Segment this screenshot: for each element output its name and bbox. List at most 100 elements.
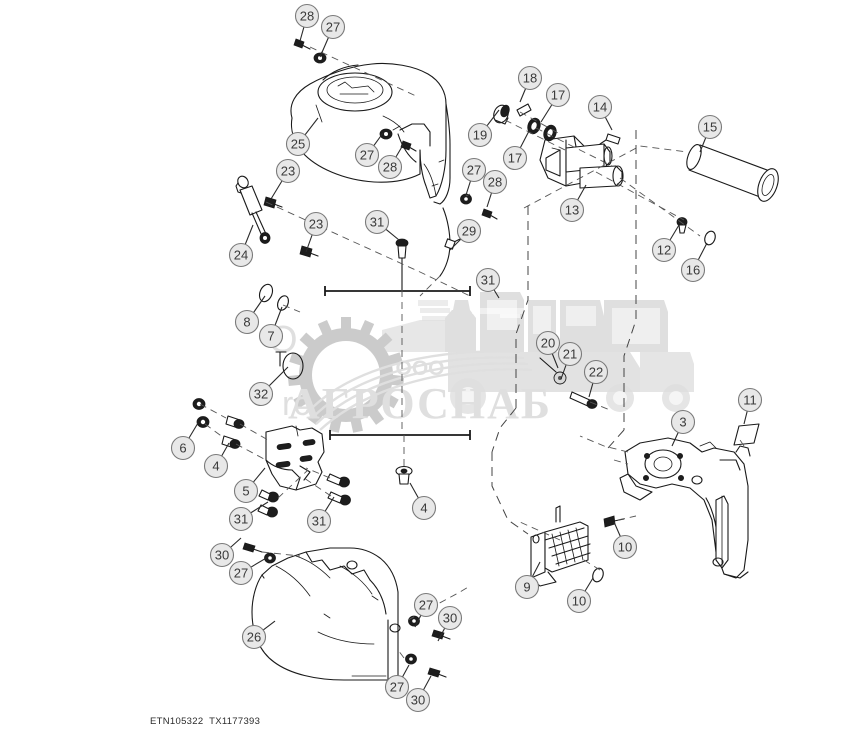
callout-bubble[interactable]: [411, 495, 437, 521]
callout-bubble[interactable]: [258, 323, 284, 349]
callout-bubble[interactable]: [306, 508, 332, 534]
callout-10[interactable]: 10: [612, 521, 638, 560]
callout-24[interactable]: 24: [228, 224, 254, 268]
callout-14[interactable]: 14: [587, 94, 613, 131]
callout-bubble[interactable]: [228, 560, 254, 586]
callout-bubble[interactable]: [228, 506, 254, 532]
fastener-10b: [592, 567, 604, 583]
callout-bubble[interactable]: [413, 592, 439, 618]
callout-bubble[interactable]: [535, 330, 561, 356]
callout-32[interactable]: 32: [248, 366, 289, 407]
callout-bubble[interactable]: [517, 65, 543, 91]
callout-bubble[interactable]: [203, 453, 229, 479]
callout-4[interactable]: 4: [409, 482, 437, 521]
callout-7[interactable]: 7: [258, 306, 284, 349]
callout-20[interactable]: 20: [535, 330, 561, 369]
callout-30[interactable]: 30: [209, 537, 242, 568]
callout-bubble[interactable]: [612, 534, 638, 560]
callout-27[interactable]: 27: [461, 157, 487, 196]
fastener-4-center: [395, 465, 413, 485]
callout-26[interactable]: 26: [241, 620, 276, 650]
callout-27[interactable]: 27: [384, 664, 410, 700]
callout-15[interactable]: 15: [697, 114, 723, 153]
callout-30[interactable]: 30: [405, 675, 432, 713]
callout-3[interactable]: 3: [670, 409, 696, 447]
callout-31[interactable]: 31: [228, 501, 269, 532]
callout-28[interactable]: 28: [377, 144, 404, 180]
callout-17[interactable]: 17: [540, 82, 571, 123]
callout-31[interactable]: 31: [306, 496, 335, 534]
callout-bubble[interactable]: [294, 3, 320, 29]
callout-23[interactable]: 23: [270, 158, 301, 200]
callout-bubble[interactable]: [651, 237, 677, 263]
callout-bubble[interactable]: [354, 142, 380, 168]
callout-17[interactable]: 17: [502, 130, 530, 171]
callout-bubble[interactable]: [437, 605, 463, 631]
callout-25[interactable]: 25: [285, 117, 319, 157]
callout-number: 21: [563, 347, 577, 362]
callout-bubble[interactable]: [697, 114, 723, 140]
callout-bubble[interactable]: [467, 122, 493, 148]
callout-11[interactable]: 11: [737, 387, 763, 425]
callout-bubble[interactable]: [384, 674, 410, 700]
callout-18[interactable]: 18: [517, 65, 543, 103]
callout-28[interactable]: 28: [294, 3, 320, 42]
callout-bubble[interactable]: [559, 197, 585, 223]
callout-bubble[interactable]: [320, 14, 346, 40]
callout-27[interactable]: 27: [319, 14, 346, 58]
callout-bubble[interactable]: [461, 157, 487, 183]
callout-30[interactable]: 30: [437, 605, 463, 642]
callout-bubble[interactable]: [557, 341, 583, 367]
callout-number: 20: [541, 336, 555, 351]
callout-number: 17: [551, 88, 565, 103]
callout-bubble[interactable]: [482, 169, 508, 195]
callout-bubble[interactable]: [248, 381, 274, 407]
callout-bubble[interactable]: [275, 158, 301, 184]
callout-bubble[interactable]: [285, 131, 311, 157]
callout-bubble[interactable]: [456, 218, 482, 244]
callout-bubble[interactable]: [405, 687, 431, 713]
callout-bubble[interactable]: [502, 145, 528, 171]
callout-bubble[interactable]: [583, 359, 609, 385]
callout-21[interactable]: 21: [557, 341, 583, 380]
callout-27[interactable]: 27: [354, 132, 384, 168]
part-clip-29: [439, 207, 463, 277]
callout-bubble[interactable]: [303, 211, 329, 237]
callout-bubble[interactable]: [234, 309, 260, 335]
watermark-fragment-rc: rc: [282, 385, 310, 423]
callout-4[interactable]: 4: [203, 442, 230, 479]
callout-bubble[interactable]: [566, 588, 592, 614]
callout-29[interactable]: 29: [449, 218, 482, 251]
part-gas-strut-24: [235, 175, 271, 244]
callout-28[interactable]: 28: [482, 169, 508, 208]
callout-bubble[interactable]: [241, 624, 267, 650]
callout-31[interactable]: 31: [475, 267, 501, 299]
callout-bubble[interactable]: [545, 82, 571, 108]
callout-bubble[interactable]: [587, 94, 613, 120]
callout-12[interactable]: 12: [651, 224, 680, 263]
callout-27[interactable]: 27: [413, 592, 439, 628]
callout-bubble[interactable]: [680, 257, 706, 283]
callout-16[interactable]: 16: [680, 242, 708, 283]
callout-bubble[interactable]: [364, 209, 390, 235]
callout-bubble[interactable]: [670, 409, 696, 435]
callout-27[interactable]: 27: [228, 556, 269, 586]
callout-10[interactable]: 10: [566, 577, 594, 614]
callout-6[interactable]: 6: [170, 422, 199, 461]
callout-31[interactable]: 31: [364, 209, 400, 241]
callout-bubble[interactable]: [737, 387, 763, 413]
callout-23[interactable]: 23: [303, 211, 329, 253]
callout-13[interactable]: 13: [559, 184, 587, 223]
callout-5[interactable]: 5: [233, 467, 266, 504]
callout-22[interactable]: 22: [583, 359, 609, 398]
callout-19[interactable]: 19: [467, 109, 500, 148]
callout-bubble[interactable]: [209, 542, 235, 568]
callout-bubble[interactable]: [233, 478, 259, 504]
callout-bubble[interactable]: [377, 154, 403, 180]
callout-bubble[interactable]: [475, 267, 501, 293]
callout-bubble[interactable]: [170, 435, 196, 461]
callout-9[interactable]: 9: [514, 561, 541, 600]
callout-bubble[interactable]: [228, 242, 254, 268]
callout-8[interactable]: 8: [234, 295, 266, 335]
callout-bubble[interactable]: [514, 574, 540, 600]
